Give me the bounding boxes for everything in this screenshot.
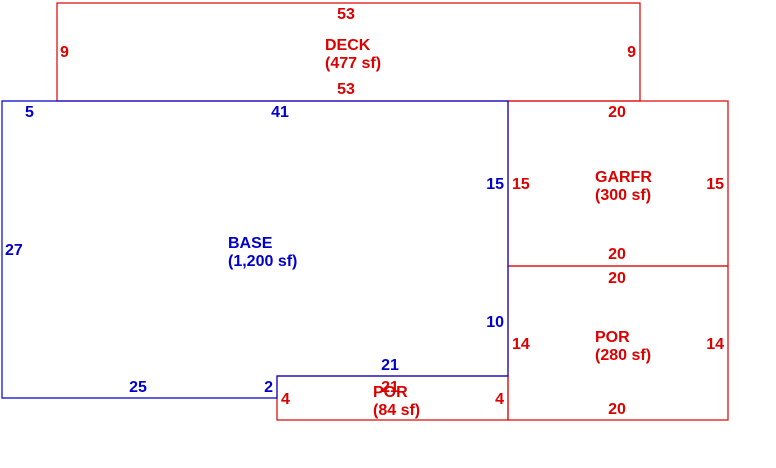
por-small-label: POR <box>373 384 408 401</box>
base-dim-step: 2 <box>264 379 273 396</box>
base-dim-right-upper: 15 <box>486 176 504 193</box>
por-small-area: (84 sf) <box>373 402 420 419</box>
base-dim-top: 41 <box>271 104 289 121</box>
base-dim-bottom-inner: 21 <box>381 357 399 374</box>
deck-area: (477 sf) <box>325 55 381 72</box>
por-small-dim-right: 4 <box>495 391 504 408</box>
base-dim-left: 27 <box>5 242 23 259</box>
por-area: (280 sf) <box>595 347 651 364</box>
deck-dim-top: 53 <box>337 6 355 23</box>
garfr-label: GARFR <box>595 169 652 186</box>
deck-dim-left: 9 <box>60 44 69 61</box>
garfr-dim-bottom: 20 <box>608 246 626 263</box>
por-dim-left: 14 <box>512 336 530 353</box>
base-dim-right-lower: 10 <box>486 314 504 331</box>
garfr-dim-top: 20 <box>608 104 626 121</box>
deck-label: DECK <box>325 37 371 54</box>
por-label: POR <box>595 329 630 346</box>
garfr-area: (300 sf) <box>595 187 651 204</box>
base-label: BASE <box>228 235 273 252</box>
por-small-dim-top: 21 <box>381 379 399 396</box>
base-dim-top-left: 5 <box>25 104 34 121</box>
por-dim-top: 20 <box>608 270 626 287</box>
por-small-dim-left: 4 <box>281 391 290 408</box>
base-area: (1,200 sf) <box>228 253 297 270</box>
por-dim-right: 14 <box>706 336 724 353</box>
garfr-dim-left: 15 <box>512 176 530 193</box>
deck-dim-bottom: 53 <box>337 81 355 98</box>
base-dim-bottom: 25 <box>129 379 147 396</box>
base-outline <box>1 100 509 399</box>
deck-dim-right: 9 <box>627 44 636 61</box>
garfr-dim-right: 15 <box>706 176 724 193</box>
por-dim-bottom: 20 <box>608 401 626 418</box>
